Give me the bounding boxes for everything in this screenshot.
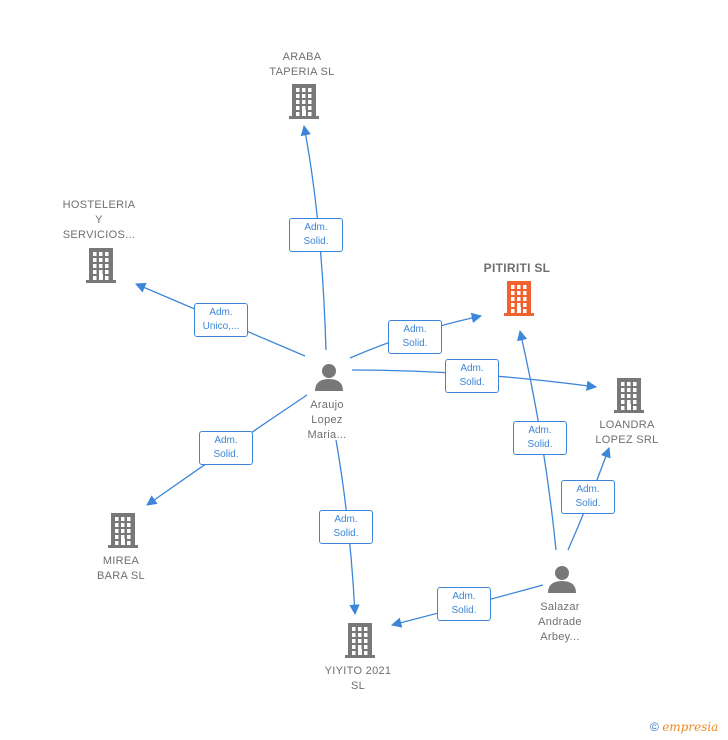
person-label-araujo[interactable]: Araujo Lopez Maria... xyxy=(307,399,347,441)
company-label-yiyito[interactable]: YIYITO 2021 SL xyxy=(324,665,392,692)
edge-label-salazar-pitiriti[interactable]: Adm. Solid. xyxy=(513,421,567,455)
edge-label-araujo-yiyito[interactable]: Adm. Solid. xyxy=(319,510,373,544)
company-label-mirea[interactable]: MIREA BARA SL xyxy=(97,555,145,582)
edge-label-araujo-loandra[interactable]: Adm. Solid. xyxy=(445,359,499,393)
company-label-loandra[interactable]: LOANDRA LOPEZ SRL xyxy=(595,419,659,446)
brand-logo: empresia xyxy=(662,720,719,734)
edge-label-araujo-araba[interactable]: Adm. Solid. xyxy=(289,218,343,252)
building-icon-yiyito[interactable] xyxy=(345,623,375,658)
building-icon-hosteleria[interactable] xyxy=(86,248,116,283)
company-label-hosteleria[interactable]: HOSTELERIA Y SERVICIOS... xyxy=(62,199,136,241)
building-icon-araba[interactable] xyxy=(289,84,319,119)
edge-label-araujo-pitiriti[interactable]: Adm. Solid. xyxy=(388,320,442,354)
edge-label-araujo-mirea[interactable]: Adm. Solid. xyxy=(199,431,253,465)
edge-label-araujo-hosteleria[interactable]: Adm. Unico,... xyxy=(194,303,248,337)
building-icon-loandra[interactable] xyxy=(614,378,644,413)
person-icon-salazar[interactable] xyxy=(548,566,576,593)
person-icon-araujo[interactable] xyxy=(315,364,343,391)
building-icon-pitiriti[interactable] xyxy=(504,281,534,316)
company-label-araba[interactable]: ARABA TAPERIA SL xyxy=(269,51,335,78)
edge-label-salazar-loandra[interactable]: Adm. Solid. xyxy=(561,480,615,514)
company-label-pitiriti[interactable]: PITIRITI SL xyxy=(483,261,551,275)
edge-label-salazar-yiyito[interactable]: Adm. Solid. xyxy=(437,587,491,621)
copyright-symbol: © xyxy=(650,720,659,734)
building-icon-mirea[interactable] xyxy=(108,513,138,548)
footer-brand: © empresia xyxy=(650,720,718,734)
person-label-salazar[interactable]: Salazar Andrade Arbey... xyxy=(538,601,582,643)
